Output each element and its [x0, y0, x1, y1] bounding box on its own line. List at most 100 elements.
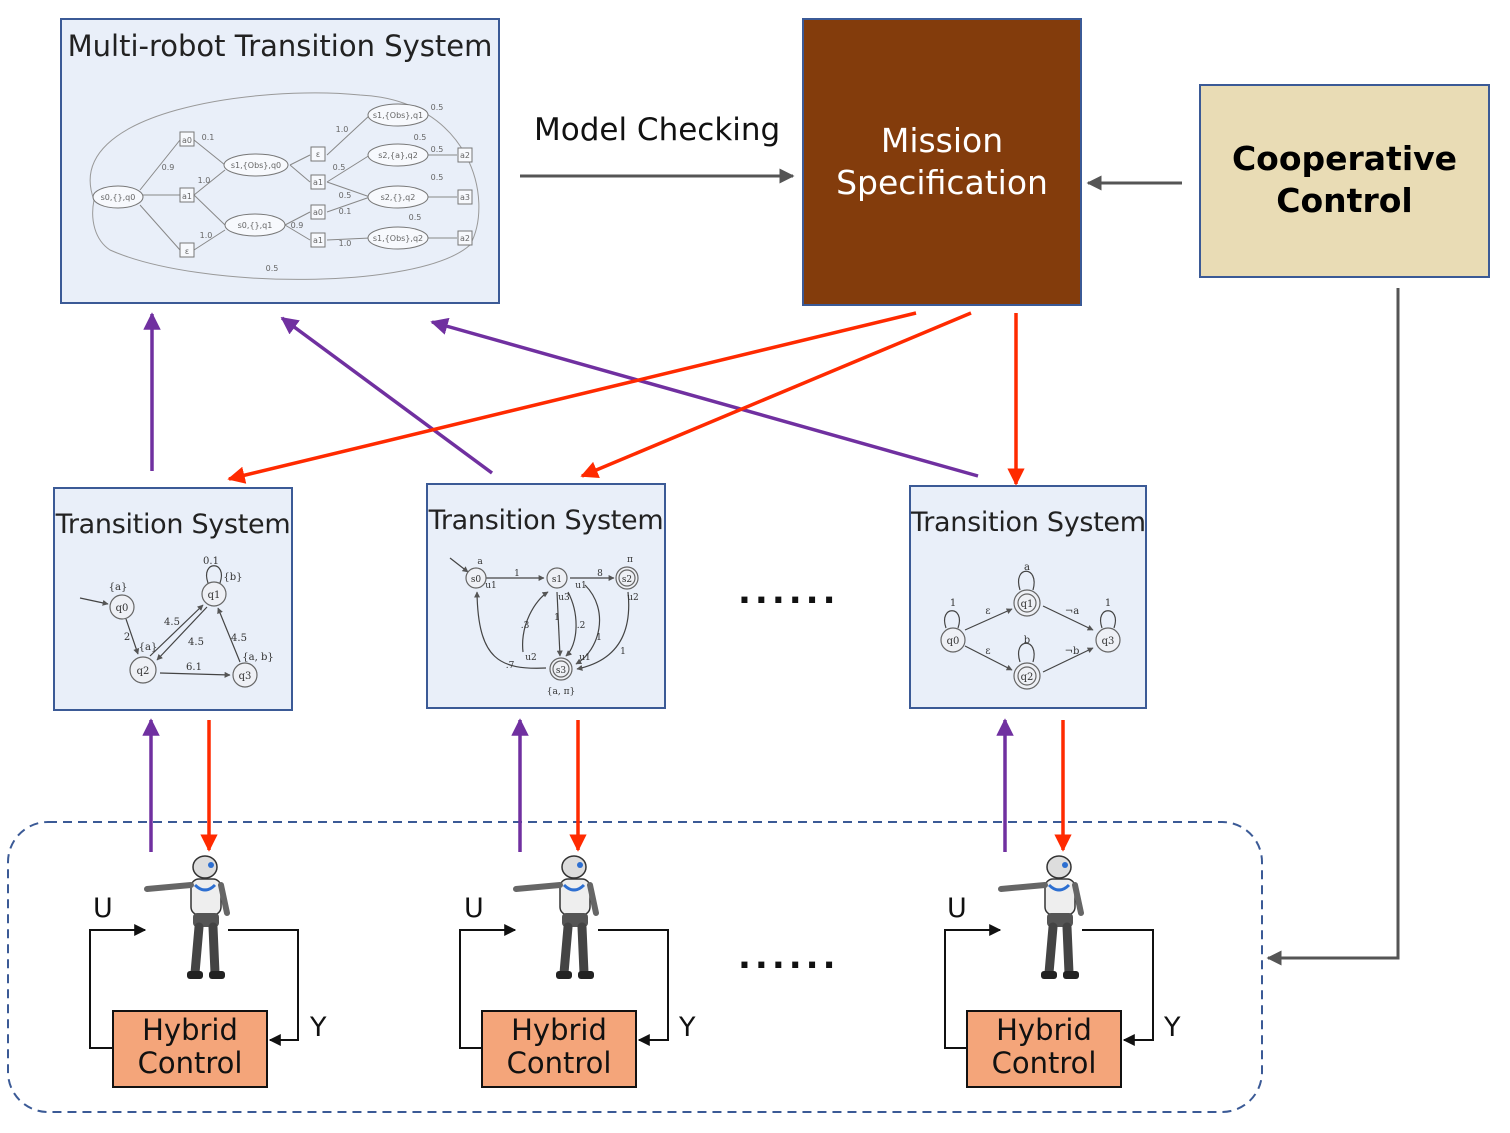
ts3-edge-label: ε — [985, 646, 990, 657]
mrts-node-label: s0,{},q0 — [101, 193, 136, 202]
mrts-node-label: s2,{},q2 — [381, 193, 416, 202]
mrts-probability-label: 0.5 — [431, 145, 444, 154]
hybrid-control-label-2: Hybrid Control — [506, 1013, 612, 1080]
robot-icon-1 — [144, 855, 230, 979]
cooperative-control-box: Cooperative Control — [1199, 84, 1490, 278]
model-checking-label: Model Checking — [534, 112, 781, 148]
robot-icon-2 — [513, 855, 599, 979]
mrts-action-label: ε — [185, 247, 189, 256]
mrts-action-label: a1 — [313, 236, 323, 245]
ts2-edge-label: u2 — [525, 653, 537, 663]
transition-system-title-2: Transition System — [428, 505, 664, 536]
ts2-state-label: {a, π} — [547, 687, 575, 697]
mrts-node-label: s1,{Obs},q1 — [373, 111, 423, 120]
ts2-edge-label: 8 — [597, 569, 603, 579]
mrts-action-label: a0 — [182, 136, 192, 145]
hybrid-control-label-1: Hybrid Control — [137, 1013, 243, 1080]
mrts-probability-label: 0.9 — [162, 163, 175, 172]
mrts-probability-label: 0.9 — [291, 221, 304, 230]
ts1-state-label: {a, b} — [242, 652, 273, 663]
ts2-edge-label: u2 — [627, 593, 639, 603]
ts1-weight-label: 4.5 — [164, 617, 180, 628]
mission-to-ts1-arrow — [227, 311, 917, 484]
ts2-edge-label: .7 — [506, 661, 515, 671]
ts3-loop-label: b — [1024, 635, 1030, 646]
multi-robot-transition-system-box: Multi-robot Transition System — [60, 18, 500, 304]
ts3-edge-label: ¬a — [1065, 606, 1079, 617]
robot-group-dashed-border — [7, 821, 1263, 1113]
ts3-node-label: q1 — [1021, 599, 1034, 610]
input-label-u-1: U — [93, 893, 113, 924]
output-label-y-3: Y — [1164, 1012, 1181, 1043]
multi-robot-ts-title: Multi-robot Transition System — [67, 29, 493, 63]
mrts-graph: s0,{},q0 s1,{Obs},q0 s0,{},q1 s1,{Obs},q1 s2… — [89, 92, 480, 280]
ts1-state-label: {b} — [223, 572, 242, 583]
hybrid-control-label-3: Hybrid Control — [991, 1013, 1097, 1080]
ts3-node-label: q0 — [947, 636, 960, 647]
mrts-probability-label: 0.5 — [414, 133, 427, 142]
output-label-y-2: Y — [679, 1012, 696, 1043]
mrts-action-label: a2 — [460, 234, 470, 243]
mrts-probability-label: 1.0 — [339, 239, 352, 248]
ts3-loop-label: 1 — [950, 598, 956, 609]
ellipsis-middle: ...... — [738, 572, 840, 612]
mrts-probability-label: 0.5 — [409, 213, 422, 222]
ts2-edge-label: u1 — [579, 653, 591, 663]
ts3-node-label: q2 — [1021, 672, 1034, 683]
mrts-node-label: s0,{},q1 — [238, 221, 273, 230]
ts2-edge-label: 1 — [514, 569, 520, 579]
ts2-edge-label: 1 — [620, 647, 626, 657]
ts1-node-label: q2 — [137, 666, 150, 677]
ts1-weight-label: 0.1 — [203, 556, 219, 567]
ts3-edge-label: ε — [985, 606, 990, 617]
feedback-loop-3 — [944, 924, 1154, 1049]
mrts-probability-label: 0.5 — [431, 173, 444, 182]
ts3-edge-label: ¬b — [1065, 646, 1080, 657]
input-label-u-3: U — [947, 893, 967, 924]
ts2-edge-label: 1 — [554, 613, 560, 623]
transition-system-title-3: Transition System — [911, 507, 1146, 538]
mission-specification-box: Mission Specification — [802, 18, 1082, 306]
ts1-weight-label: 2 — [124, 632, 130, 643]
hybrid-control-box-1: Hybrid Control — [112, 1010, 268, 1088]
mrts-probability-label: 0.1 — [339, 207, 352, 216]
mrts-probability-label: 1.0 — [200, 231, 213, 240]
ts3-to-mrts-arrow — [430, 317, 979, 478]
mrts-probability-label: 1.0 — [336, 125, 349, 134]
mrts-node-label: s1,{Obs},q2 — [373, 234, 423, 243]
feedback-loop-1 — [89, 924, 299, 1049]
ts1-node-label: q3 — [239, 671, 252, 682]
hybrid-control-box-2: Hybrid Control — [481, 1010, 637, 1088]
mrts-node-label: s2,{a},q2 — [378, 151, 418, 160]
ts1-node-label: q1 — [208, 590, 221, 601]
ts2-edge-label: .3 — [521, 621, 530, 631]
ts3-loop-label: a — [1024, 562, 1030, 573]
mrts-action-label: a1 — [182, 192, 192, 201]
mrts-probability-label: 0.5 — [266, 264, 279, 273]
mission-specification-label: Mission Specification — [836, 121, 1048, 202]
ts1-state-label: {a} — [139, 642, 158, 653]
mrts-probability-label: 0.5 — [339, 191, 352, 200]
ellipsis-bottom: ...... — [738, 937, 840, 977]
ts1-state-label: {a} — [109, 582, 128, 593]
ts1-weight-label: 4.5 — [231, 633, 247, 644]
output-label-y-1: Y — [310, 1012, 327, 1043]
mrts-action-label: a0 — [313, 208, 323, 217]
cooperative-to-robots-arrow — [1266, 288, 1400, 966]
mrts-probability-label: 1.0 — [198, 176, 211, 185]
ts2-state-label: π — [627, 555, 633, 565]
mrts-node-label: s1,{Obs},q0 — [231, 161, 281, 170]
input-label-u-2: U — [464, 893, 484, 924]
mission-to-ts2-arrow — [580, 311, 972, 478]
mrts-action-label: a1 — [313, 178, 323, 187]
mrts-action-label: a2 — [460, 151, 470, 160]
ts2-node-label: s0 — [471, 575, 482, 585]
mrts-probability-label: 0.1 — [202, 133, 215, 142]
ts2-to-mrts-arrow — [280, 316, 494, 475]
ts2-edge-label: u1 — [575, 581, 587, 591]
transition-system-title-1: Transition System — [55, 509, 291, 540]
